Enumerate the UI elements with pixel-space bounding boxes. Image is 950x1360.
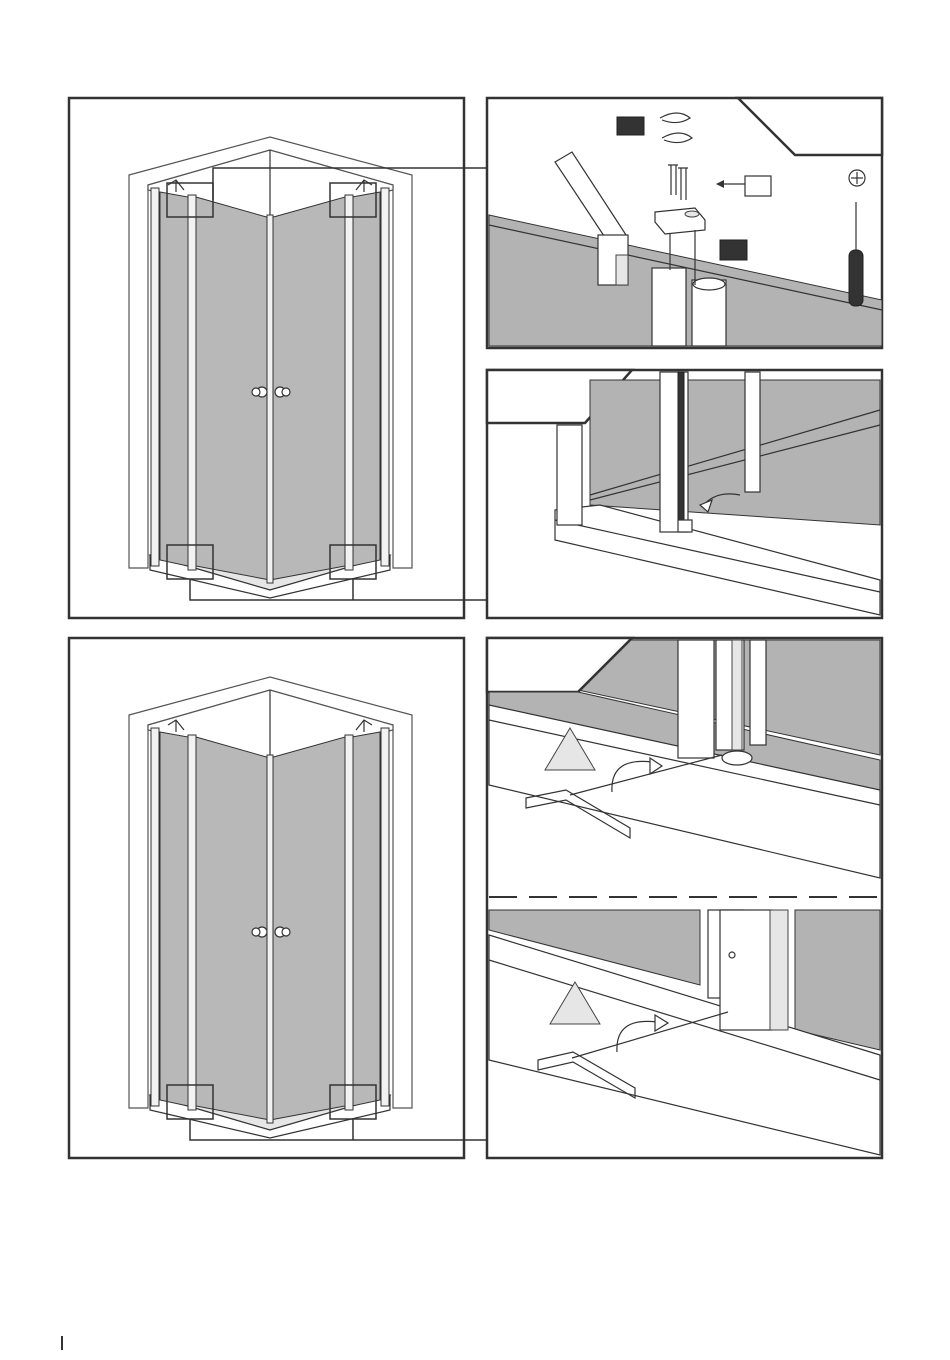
hinge-adjust-detail-panel: [487, 638, 882, 1158]
label-box-empty: [745, 176, 771, 196]
door-clip-icon: [678, 520, 692, 532]
shower-overview-bottom-panel: [69, 638, 487, 1158]
door-bottom-detail-panel: [487, 370, 882, 618]
label-box-dark-2: [720, 240, 747, 260]
shower-overview-top-panel: [69, 98, 487, 618]
hinge-bracket-detail-panel: [487, 98, 882, 348]
label-box-dark-1: [617, 117, 644, 135]
